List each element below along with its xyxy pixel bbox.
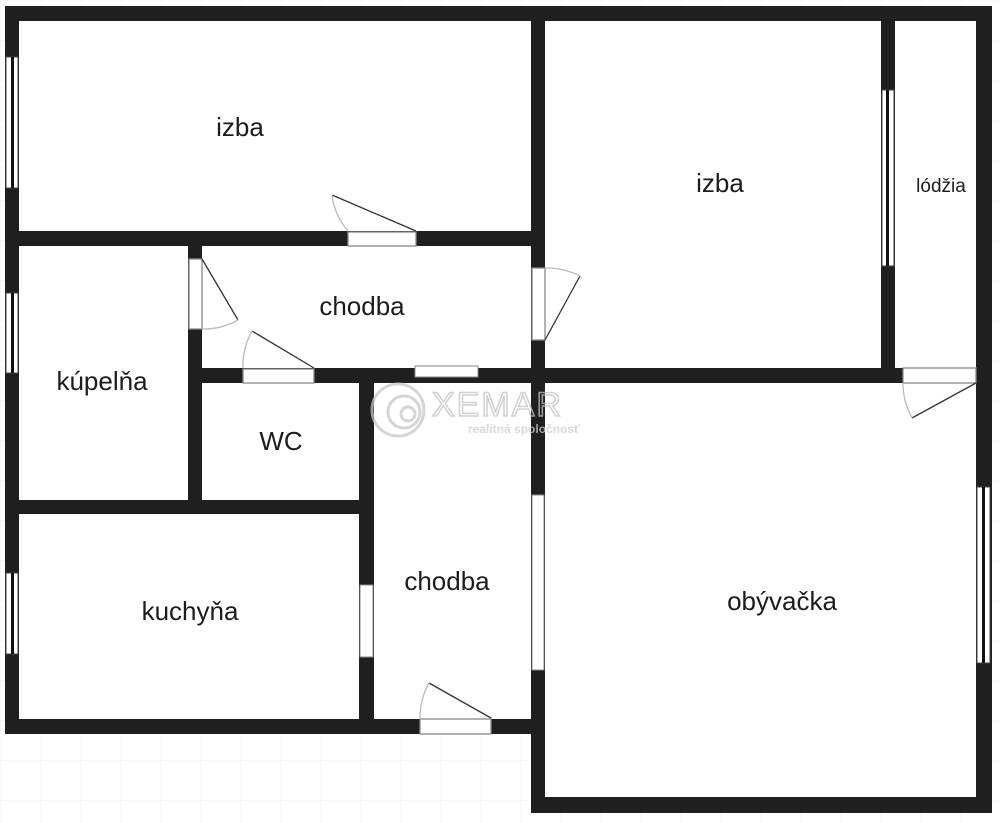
room-floors	[19, 21, 976, 797]
doors	[188, 194, 977, 735]
room-label-kupelna: kúpelňa	[56, 366, 148, 396]
openings	[359, 365, 545, 671]
room-label-obyvacka: obývačka	[727, 586, 837, 616]
door-izba2	[531, 267, 581, 341]
room-label-chodba-2: chodba	[404, 566, 490, 596]
room-labels: izba izba lódžia chodba kúpelňa WC chodb…	[56, 112, 966, 626]
room-label-izba-2: izba	[696, 168, 744, 198]
door-entry	[419, 682, 492, 735]
windows	[5, 56, 991, 664]
door-wc	[242, 330, 315, 384]
opening-kuchyna-chodba	[359, 584, 374, 658]
wall-right	[976, 6, 992, 813]
wall-izba2-bottom	[531, 368, 992, 383]
room-label-chodba-1: chodba	[319, 291, 405, 321]
window-izba1	[5, 56, 19, 189]
wall-top	[5, 6, 992, 21]
door-izba1	[331, 194, 417, 247]
window-kuchyna	[5, 572, 19, 655]
watermark: XEMAR realitná spoločnosť	[370, 382, 580, 438]
wall-izba1-bottom	[5, 231, 545, 246]
window-izba2-lodzia	[881, 89, 895, 267]
watermark-brand: XEMAR	[432, 386, 563, 424]
room-label-kuchyna: kuchyňa	[142, 596, 239, 626]
opening-chodba-obyvacka	[531, 494, 545, 671]
wall-bottom-left	[5, 719, 545, 734]
door-kupelna	[188, 258, 239, 330]
room-label-lodzia: lódžia	[916, 176, 966, 197]
watermark-tagline: realitná spoločnosť	[468, 422, 580, 436]
window-kupelna	[5, 292, 19, 374]
opening-chodba-top	[414, 365, 479, 378]
wall-kuchyna-top	[5, 500, 374, 514]
wall-wc-right	[359, 368, 374, 734]
window-obyvacka	[976, 486, 991, 664]
wall-bottom-right	[531, 797, 992, 813]
door-lodzia	[902, 367, 977, 419]
xemar-logo-icon	[370, 382, 426, 438]
room-label-izba-1: izba	[216, 112, 264, 142]
room-label-wc: WC	[259, 426, 302, 456]
